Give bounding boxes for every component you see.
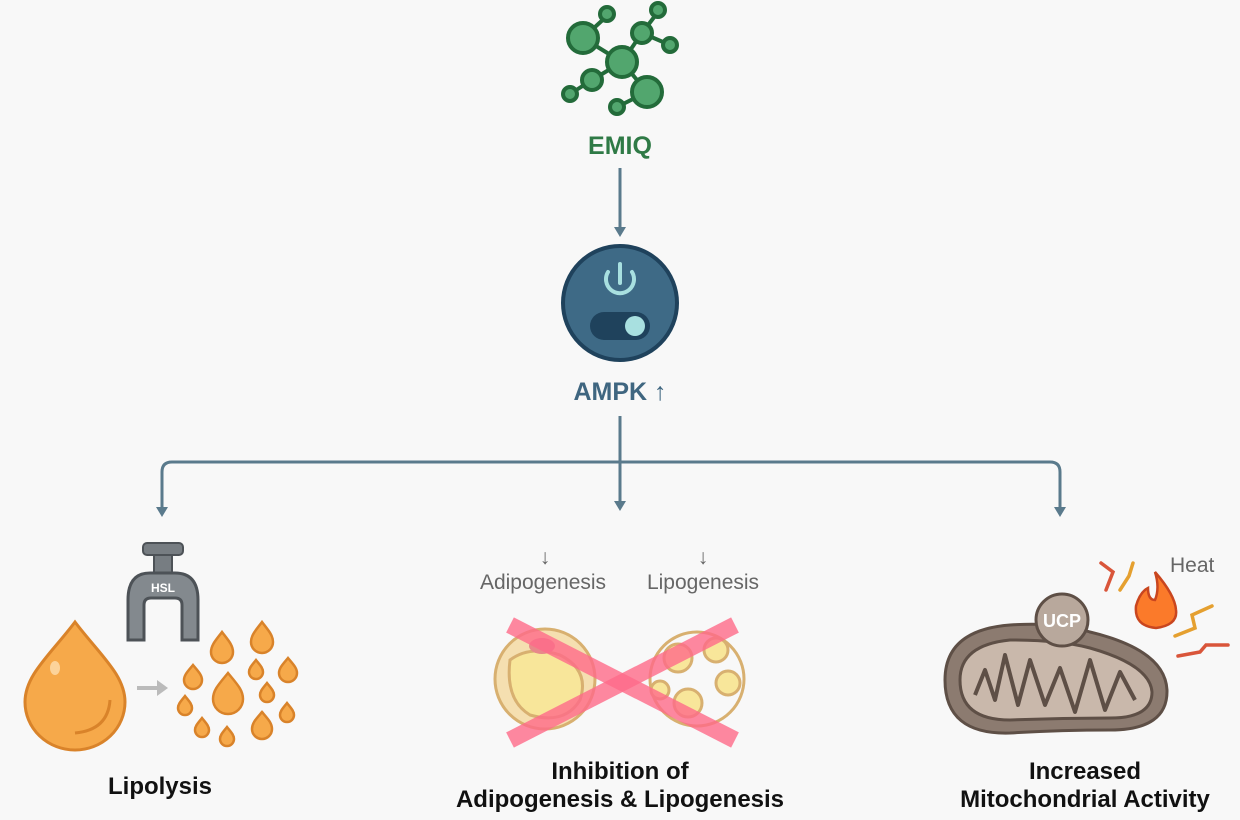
ampk-label: AMPK ↑	[573, 378, 667, 406]
inhibition-title-line1: Inhibition of	[551, 758, 689, 785]
flame-icon	[1134, 571, 1178, 630]
emiq-label: EMIQ	[588, 132, 652, 160]
branch-arrows	[156, 416, 1066, 517]
heat-waves-icon	[1099, 561, 1230, 658]
adipogenesis-sublabel: Adipogenesis	[479, 571, 607, 594]
mitochondria-title: Increased Mitochondrial Activity	[920, 758, 1240, 814]
heat-label: Heat	[1170, 554, 1215, 577]
mitochondria-title-line2: Mitochondrial Activity	[960, 786, 1210, 813]
mitochondrion-icon: UCP	[943, 592, 1169, 735]
crossed-out-fat-cells-icon	[493, 617, 746, 748]
lipogenesis-sublabel: Lipogenesis	[646, 571, 760, 594]
hsl-enzyme-icon: HSL	[126, 542, 200, 642]
svg-text:UCP: UCP	[1043, 611, 1081, 631]
inhibition-title-line2: Adipogenesis & Lipogenesis	[455, 786, 785, 813]
molecule-icon	[561, 1, 679, 116]
lipolysis-title: Lipolysis	[107, 773, 213, 800]
mitochondria-title-line1: Increased	[1028, 758, 1142, 785]
fat-droplet-icon	[23, 619, 127, 752]
svg-text:HSL: HSL	[151, 581, 175, 595]
power-toggle-icon	[561, 244, 679, 362]
lipogenesis-down-arrow: ↓	[697, 546, 709, 569]
inhibition-title: Inhibition of Adipogenesis & Lipogenesis	[400, 758, 840, 814]
adipogenesis-down-arrow: ↓	[539, 546, 551, 569]
small-droplets-icon	[176, 619, 299, 748]
